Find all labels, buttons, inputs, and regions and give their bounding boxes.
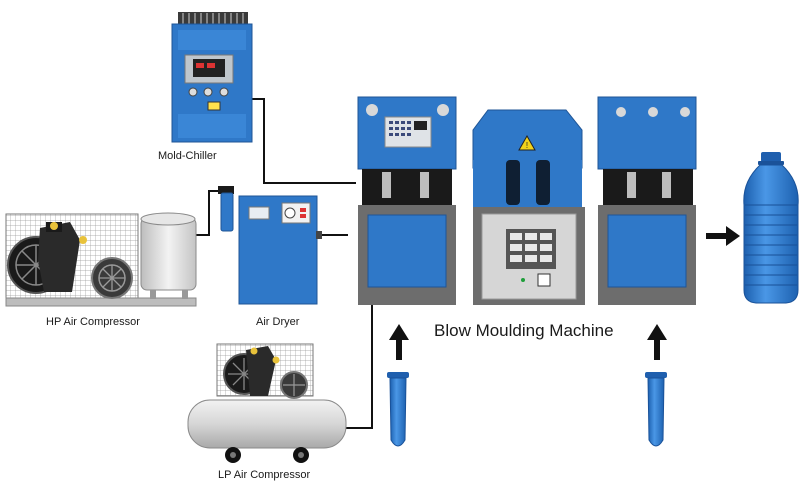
center-unit: ! bbox=[472, 109, 585, 305]
left-unit bbox=[357, 96, 457, 305]
bottle-icon bbox=[743, 152, 799, 304]
blow-moulding-machine: ! bbox=[357, 96, 697, 305]
lp-to-machine-pipe bbox=[346, 305, 373, 429]
right-unit bbox=[597, 96, 697, 305]
lp-air-compressor bbox=[187, 343, 347, 463]
arrow-right-icon bbox=[706, 226, 740, 246]
arrow-up-icon-right bbox=[647, 324, 667, 360]
hp-air-compressor-label: HP Air Compressor bbox=[46, 316, 140, 328]
svg-text:!: ! bbox=[526, 141, 528, 150]
arrow-up-icon-left bbox=[389, 324, 409, 360]
warning-icon bbox=[518, 134, 536, 151]
hp-to-dryer-pipe bbox=[195, 190, 224, 236]
blow-moulding-machine-label: Blow Moulding Machine bbox=[434, 321, 614, 340]
preform-icon-left bbox=[387, 372, 409, 447]
pipes bbox=[195, 98, 373, 429]
chiller-pipe bbox=[251, 98, 356, 184]
air-dryer-label: Air Dryer bbox=[256, 316, 300, 328]
air-dryer bbox=[218, 186, 322, 305]
mold-chiller-label: Mold-Chiller bbox=[158, 150, 217, 162]
preform-icon-right bbox=[645, 372, 667, 447]
mold-chiller bbox=[171, 12, 253, 143]
hp-air-compressor bbox=[5, 212, 197, 307]
lp-air-compressor-label: LP Air Compressor bbox=[218, 469, 310, 481]
